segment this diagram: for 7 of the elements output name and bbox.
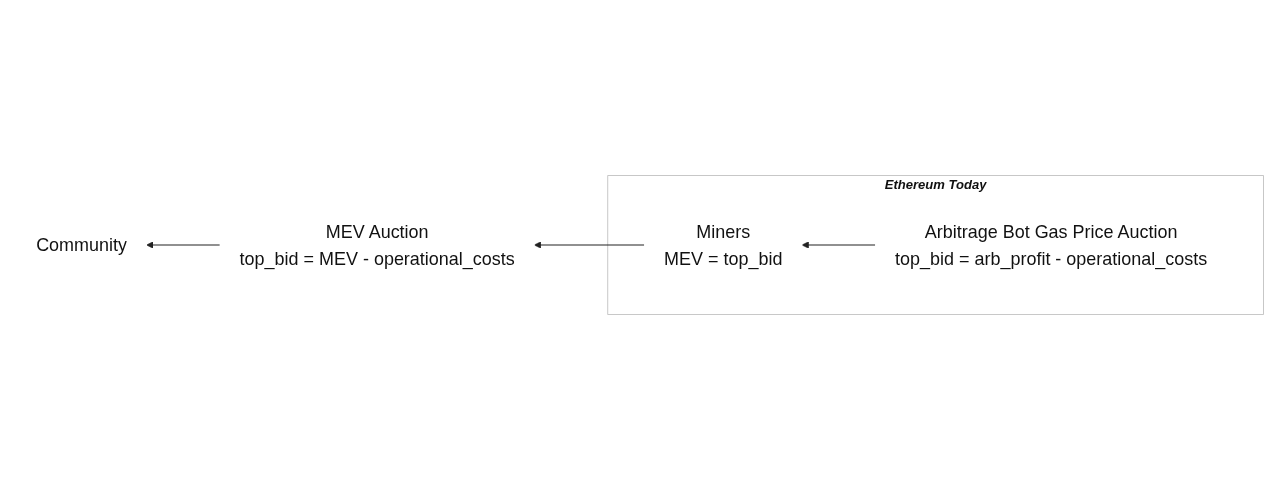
arrow xyxy=(146,241,221,249)
node-text: Community xyxy=(36,234,127,256)
node-text: Miners MEV = top_bid xyxy=(664,221,783,269)
arrow xyxy=(533,241,646,249)
node-text: MEV Auction top_bid = MEV - operational_costs xyxy=(239,221,515,269)
node-text: Arbitrage Bot Gas Price Auction top_bid = arb_profit - operational_costs xyxy=(895,221,1208,269)
arrow xyxy=(801,241,877,249)
